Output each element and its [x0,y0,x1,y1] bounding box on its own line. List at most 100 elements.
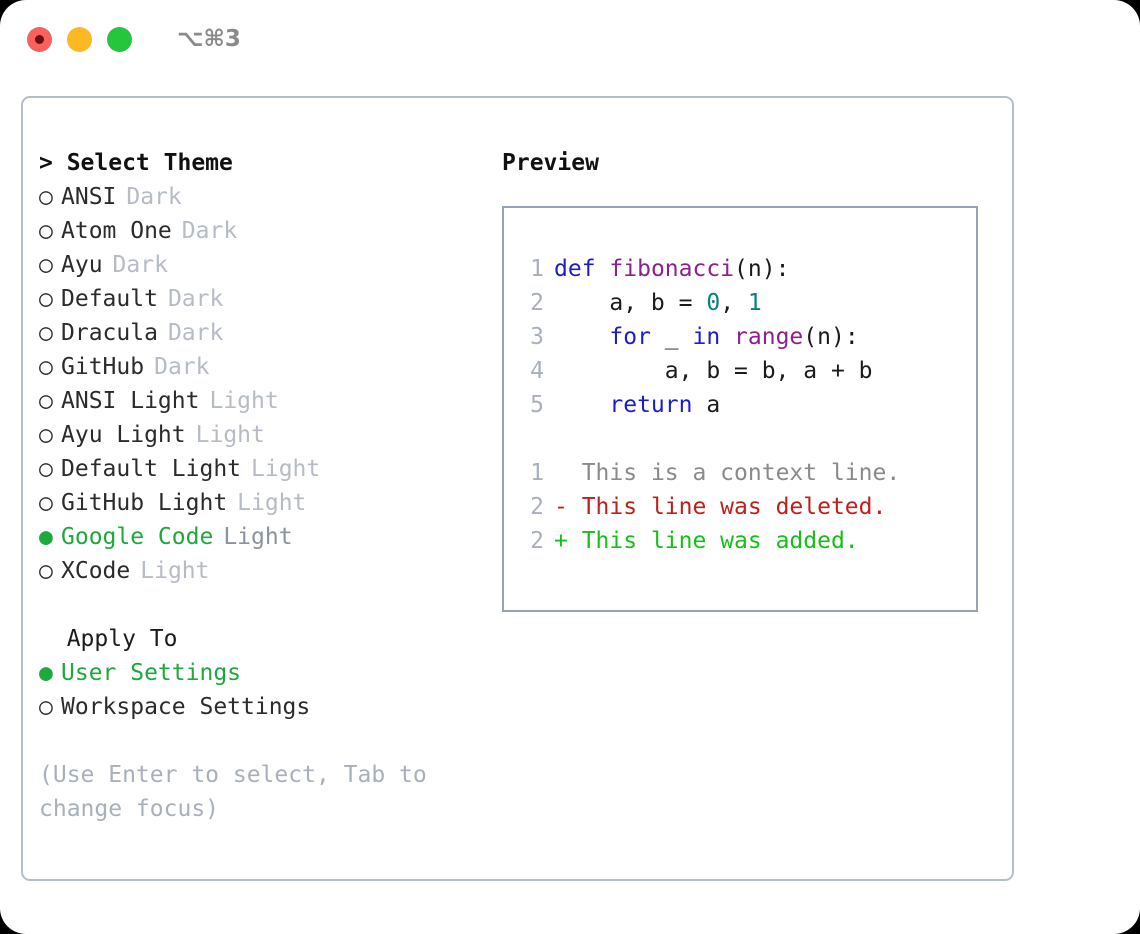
theme-option-label: GitHub [61,354,145,380]
theme-option[interactable]: ○ ANSI Light Light [39,384,489,418]
diff-line-number: 2 [530,494,544,520]
preview-title: Preview [502,150,599,176]
theme-option-label: Atom One [61,218,172,244]
theme-variant-tag: Dark [181,218,238,244]
code-line: 1 def fibonacci(n): [518,252,976,286]
code-token: fibonacci [609,256,735,282]
code-token: 1 [747,290,762,316]
code-token: in [692,324,721,350]
theme-option[interactable]: ○ Default Dark [39,282,489,316]
traffic-lights [27,26,132,52]
diff-line: 1 This is a context line. [518,456,976,490]
theme-option-label: GitHub Light [61,490,228,516]
theme-variant-tag: Dark [154,354,210,380]
code-token [720,324,734,350]
radio-unselected-icon: ○ [39,490,53,516]
diff-text: This line was added. [567,528,859,554]
code-token: a, b = [554,290,707,316]
theme-variant-tag: Light [251,456,321,482]
diff-line: 2+ This line was added. [518,524,976,558]
code-token: def [554,256,596,282]
theme-option[interactable]: ○ GitHub Dark [39,350,489,384]
maximize-window-button[interactable] [107,26,132,52]
radio-unselected-icon: ○ [39,286,53,312]
code-line-number: 1 [530,256,544,282]
radio-unselected-icon: ○ [39,184,53,210]
code-line-number: 5 [530,392,544,418]
theme-option[interactable]: ○ Ayu Light Light [39,418,489,452]
apply-to-option-label: User Settings [61,660,242,686]
code-diff-spacer [518,422,976,456]
diff-text: This is a context line. [567,460,901,486]
radio-unselected-icon: ○ [39,456,53,482]
theme-variant-tag: Dark [167,286,224,312]
code-line: 3 for _ in range(n): [518,320,976,354]
select-theme-header: > Select Theme [39,150,233,176]
keyboard-hint: (Use Enter to select, Tab to change focu… [39,762,427,822]
theme-option-label: XCode [61,558,131,584]
code-token: , [720,290,748,316]
code-line: 2 a, b = 0, 1 [518,286,976,320]
theme-variant-tag: Light [195,422,265,448]
theme-variant-tag: Dark [126,184,182,210]
diff-line-number: 1 [530,460,544,486]
theme-variant-tag: Light [237,490,307,516]
diff-text: This line was deleted. [567,494,887,520]
minimize-window-button[interactable] [67,26,92,52]
code-token: (n): [734,256,790,282]
radio-selected-icon: ● [39,524,53,550]
apply-to-option[interactable]: ● User Settings [39,656,489,690]
theme-variant-tag: Light [140,558,210,584]
radio-unselected-icon: ○ [39,218,53,244]
diff-line: 2- This line was deleted. [518,490,976,524]
close-window-button[interactable] [27,26,52,52]
code-token [554,324,609,350]
code-token: (n): [803,324,859,350]
code-token: return [609,392,693,418]
radio-unselected-icon: ○ [39,422,53,448]
code-token [554,392,609,418]
radio-unselected-icon: ○ [39,252,53,278]
apply-to-option-label: Workspace Settings [61,694,311,720]
code-line: 4 a, b = b, a + b [518,354,976,388]
apply-to-option[interactable]: ○Workspace Settings [39,690,489,724]
radio-unselected-icon: ○ [39,354,53,380]
code-line-number: 4 [530,358,544,384]
theme-variant-tag: Dark [167,320,224,346]
code-line-number: 3 [530,324,544,350]
theme-variant-tag: Light [223,524,293,550]
code-token: a [692,392,721,418]
code-token [596,256,610,282]
diff-line-number: 2 [530,528,544,554]
diff-sample: 1 This is a context line.2- This line wa… [518,456,976,558]
theme-option-label: Ayu Light [61,422,186,448]
theme-variant-tag: Light [209,388,279,414]
apply-to-list: ● User Settings ○Workspace Settings [39,656,489,724]
theme-option-label: ANSI Light [61,388,200,414]
code-token: _ [650,324,693,350]
code-token: 0 [706,290,721,316]
code-token: for [609,324,651,350]
theme-option[interactable]: ● Google Code Light [39,520,489,554]
theme-option-label: Google Code [61,524,214,550]
theme-option[interactable]: ○ GitHub Light Light [39,486,489,520]
theme-option[interactable]: ○ Atom One Dark [39,214,489,248]
radio-unselected-icon: ○ [39,388,53,414]
code-token: a, b = b, a + b [554,358,873,384]
theme-option-label: Default [61,286,158,312]
diff-marker: - [554,494,568,520]
code-line: 5 return a [518,388,976,422]
radio-selected-icon: ● [39,660,53,686]
